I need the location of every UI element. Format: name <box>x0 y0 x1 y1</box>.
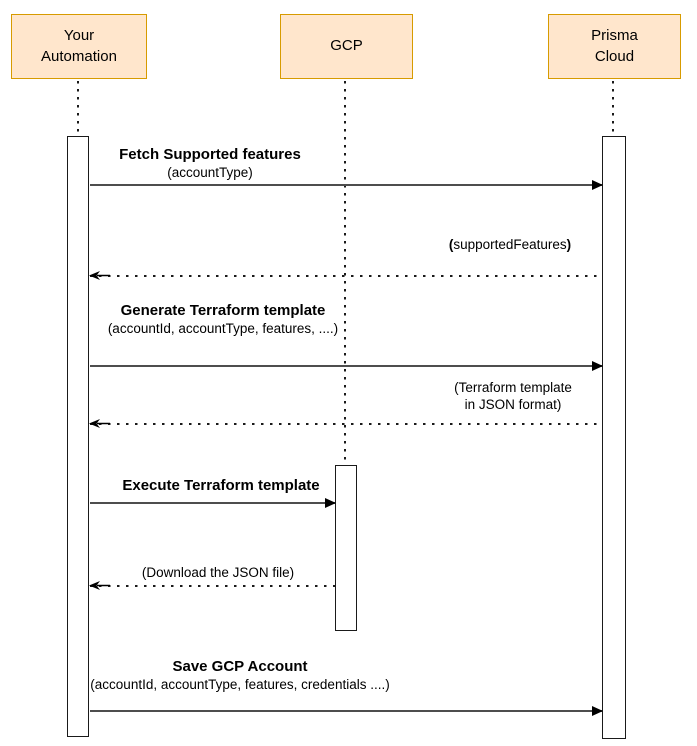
activation-bar-prisma-cloud <box>602 136 626 739</box>
message-line-download-json-response <box>90 585 335 587</box>
lifeline-gcp <box>344 81 346 465</box>
actor-box-prisma-cloud: Prisma Cloud <box>548 14 681 79</box>
message-title-execute-terraform-template: Execute Terraform template <box>122 477 320 494</box>
message-title-generate-terraform-template: Generate Terraform template <box>120 302 326 319</box>
paren-open: ( <box>448 237 454 252</box>
message-label-line2: in JSON format) <box>464 397 562 412</box>
message-line-fetch-supported-features <box>90 184 602 186</box>
message-params-save-gcp-account: (accountId, accountType, features, crede… <box>90 677 390 692</box>
message-params-fetch-supported-features: (accountType) <box>167 165 253 180</box>
message-params-generate-terraform-template: (accountId, accountType, features, ....) <box>107 321 339 336</box>
message-label-line1: (Terraform template <box>454 380 572 395</box>
activation-bar-gcp <box>335 465 357 631</box>
actor-box-gcp: GCP <box>280 14 413 79</box>
message-label-download-json-response: (Download the JSON file) <box>141 565 295 580</box>
actor-label: Prisma <box>591 27 638 45</box>
message-line-generate-terraform-template <box>90 365 602 367</box>
arrowhead-right-icon <box>592 706 603 716</box>
message-line-supported-features-response <box>90 275 602 277</box>
message-label-text: supportedFeatures <box>453 237 567 252</box>
paren-close: ) <box>566 237 572 252</box>
message-title-fetch-supported-features: Fetch Supported features <box>119 146 301 163</box>
arrowhead-right-icon <box>592 361 603 371</box>
message-label-terraform-template-response: (Terraform template in JSON format) <box>428 379 598 413</box>
message-line-execute-terraform-template <box>90 502 335 504</box>
arrowhead-left-icon <box>89 271 110 280</box>
actor-label: Your <box>63 27 95 45</box>
actor-box-your-automation: Your Automation <box>11 14 147 79</box>
message-label-supported-features-response: (supportedFeatures) <box>425 236 595 253</box>
activation-bar-your-automation <box>67 136 89 737</box>
arrowhead-left-icon <box>89 581 110 590</box>
message-line-terraform-template-response <box>90 423 602 425</box>
message-title-save-gcp-account: Save GCP Account <box>172 658 308 675</box>
lifeline-your-automation <box>77 81 79 136</box>
actor-label: Cloud <box>594 47 635 65</box>
arrowhead-left-icon <box>89 419 110 428</box>
actor-label: Automation <box>41 47 117 65</box>
message-line-save-gcp-account <box>90 710 602 712</box>
arrowhead-right-icon <box>592 180 603 190</box>
arrowhead-right-icon <box>325 498 336 508</box>
lifeline-prisma-cloud <box>612 81 614 136</box>
actor-label: GCP <box>330 37 363 55</box>
